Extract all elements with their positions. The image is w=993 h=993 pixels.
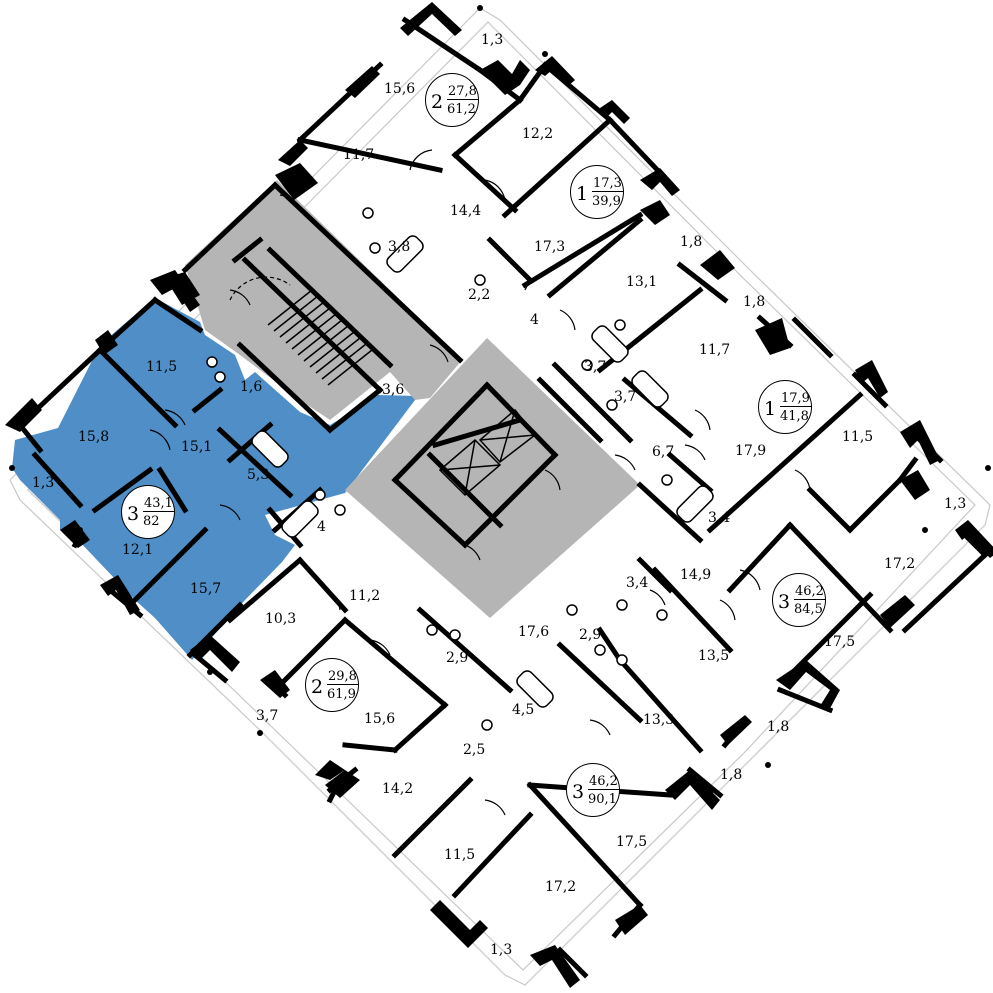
room-area-label: 13,3 [643, 712, 675, 728]
room-area-label: 3,7 [614, 389, 637, 405]
room-area-label: 2,5 [463, 742, 486, 758]
plumbing-fixtures [206, 207, 673, 731]
room-area-label: 11,7 [699, 342, 731, 358]
dimension-marks [9, 5, 991, 959]
room-area-label: 3,7 [584, 359, 607, 375]
total-area: 39,9 [592, 194, 621, 209]
total-area: 61,2 [447, 102, 476, 117]
total-area: 61,9 [327, 687, 356, 702]
total-area: 84,5 [794, 602, 823, 617]
room-area-label: 1,8 [720, 767, 743, 783]
room-area-label: 6,7 [652, 444, 675, 460]
room-area-label: 17,3 [534, 239, 566, 255]
bathtubs [251, 235, 714, 708]
room-count: 2 [431, 91, 444, 113]
room-area-label: 11,5 [842, 429, 874, 445]
room-area-label: 15,6 [384, 81, 416, 97]
room-area-label: 17,9 [735, 443, 767, 459]
room-area-label: 14,2 [382, 781, 414, 797]
apartment-badge[interactable]: 3 43,1 82 [121, 485, 175, 539]
apartment-badge[interactable]: 3 46,2 84,5 [772, 573, 826, 627]
room-count: 1 [764, 398, 777, 420]
door-swings [149, 149, 811, 816]
stair-treads [267, 289, 373, 386]
room-area-label: 17,6 [518, 624, 550, 640]
room-area-label: 15,8 [78, 429, 110, 445]
room-area-label: 2,2 [468, 287, 491, 303]
room-area-label: 10,3 [265, 611, 297, 627]
room-area-label: 2,9 [579, 627, 602, 643]
room-area-label: 13,1 [626, 274, 658, 290]
room-area-label: 1,3 [944, 496, 967, 512]
room-area-label: 3,6 [382, 382, 405, 398]
room-count: 3 [127, 503, 140, 525]
room-area-label: 4 [530, 312, 539, 328]
apartment-badge[interactable]: 2 27,8 61,2 [425, 73, 479, 127]
room-area-label: 1,8 [767, 719, 790, 735]
highlighted-apartment[interactable] [12, 298, 418, 660]
room-area-label: 11,2 [349, 588, 381, 604]
living-area: 29,8 [327, 669, 358, 685]
room-area-label: 11,7 [343, 147, 375, 163]
room-area-label: 4,5 [512, 702, 535, 718]
room-area-label: 3,7 [256, 708, 279, 724]
apartment-badge[interactable]: 3 46,2 90,1 [566, 763, 620, 817]
room-area-label: 13,5 [698, 648, 730, 664]
room-area-label: 14,9 [680, 567, 712, 583]
room-area-label: 11,5 [146, 359, 178, 375]
room-area-label: 1,3 [32, 475, 55, 491]
room-area-label: 17,2 [884, 556, 916, 572]
apartment-badge[interactable]: 1 17,9 41,8 [758, 380, 812, 434]
living-area: 46,2 [588, 774, 619, 790]
wall-corners [5, 2, 993, 988]
room-area-label: 17,5 [616, 834, 648, 850]
living-area: 43,1 [143, 496, 174, 512]
room-count: 2 [311, 676, 324, 698]
room-area-label: 17,5 [824, 634, 856, 650]
room-area-label: 15,7 [190, 581, 222, 597]
living-area: 46,2 [794, 584, 825, 600]
living-area: 17,9 [780, 391, 811, 407]
room-area-label: 11,5 [444, 847, 476, 863]
room-area-label: 1,8 [743, 294, 766, 310]
room-count: 3 [572, 781, 585, 803]
apartment-badge[interactable]: 1 17,3 39,9 [570, 165, 624, 219]
room-area-label: 1,3 [481, 32, 504, 48]
room-area-label: 5,3 [247, 467, 270, 483]
room-area-label: 1,6 [240, 379, 263, 395]
room-area-label: 12,2 [522, 126, 554, 142]
room-count: 3 [778, 591, 791, 613]
room-area-label: 14,4 [450, 203, 482, 219]
room-area-label: 3,4 [708, 510, 731, 526]
room-count: 1 [576, 183, 589, 205]
room-area-label: 12,1 [122, 542, 154, 558]
room-area-label: 15,6 [364, 711, 396, 727]
room-area-label: 2,9 [446, 650, 469, 666]
room-area-label: 1,8 [680, 234, 703, 250]
room-area-label: 3,8 [388, 239, 411, 255]
room-area-label: 4 [317, 519, 326, 535]
room-area-label: 15,1 [181, 439, 213, 455]
total-area: 90,1 [588, 792, 617, 807]
room-area-label: 3,4 [626, 575, 649, 591]
room-area-label: 1,3 [490, 942, 513, 958]
living-area: 27,8 [447, 84, 478, 100]
room-area-label: 17,2 [545, 879, 577, 895]
apartment-badge[interactable]: 2 29,8 61,9 [305, 658, 359, 712]
total-area: 82 [143, 514, 160, 529]
lift-shafts [438, 408, 537, 497]
living-area: 17,3 [592, 176, 623, 192]
total-area: 41,8 [780, 409, 809, 424]
